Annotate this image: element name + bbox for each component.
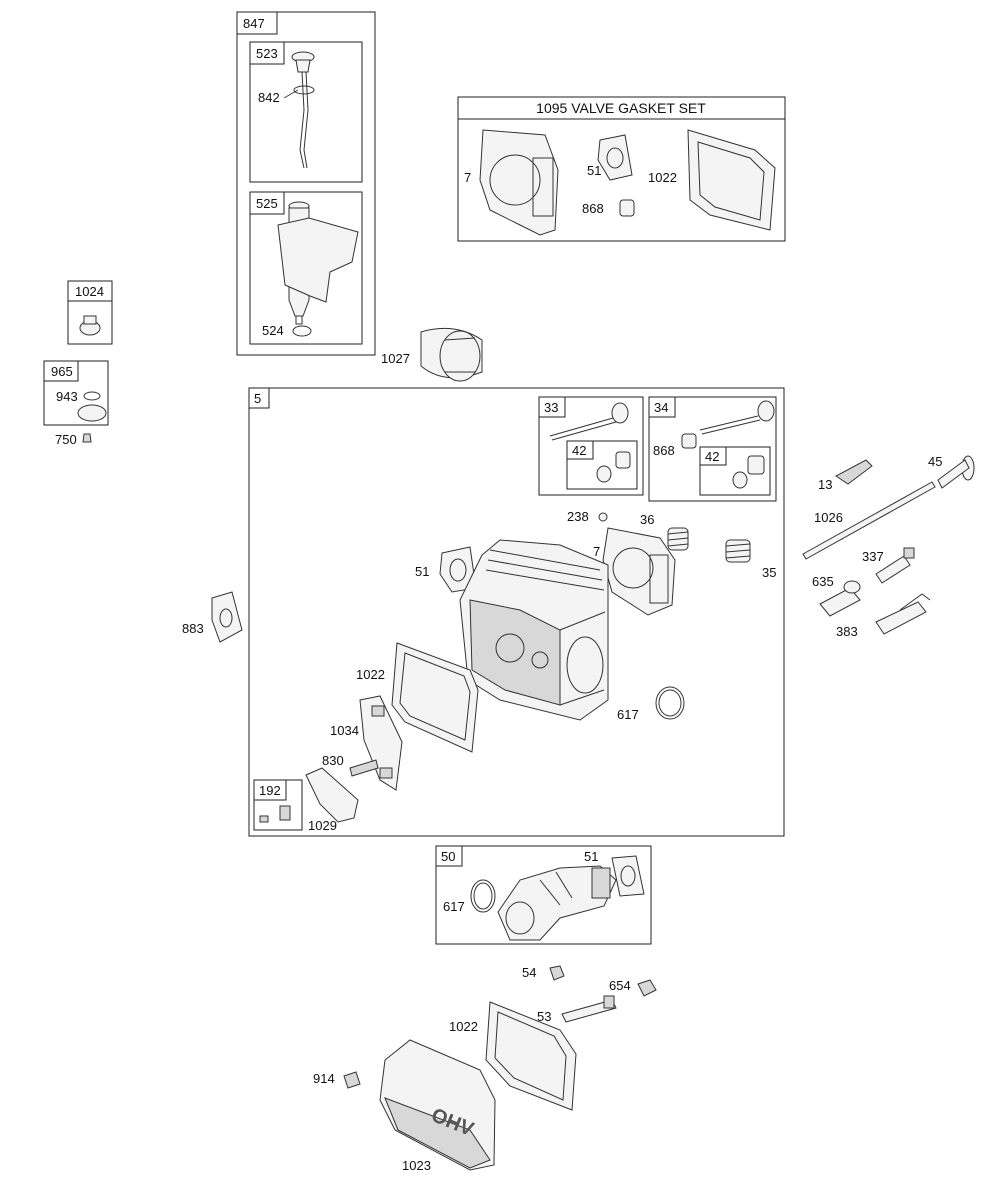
- box-5: 5 33 42 34 868 42: [248, 387, 785, 837]
- nut-654: [637, 979, 657, 997]
- box-965-label: 965: [51, 364, 73, 379]
- label-1022-b: 1022: [449, 1019, 478, 1034]
- label-524: 524: [262, 323, 284, 338]
- oring-617: [655, 686, 685, 720]
- valve-seal-868: [681, 433, 697, 449]
- clip-383: [875, 593, 931, 635]
- head-gasket-7: [479, 129, 559, 236]
- valve-seal-868-set: [619, 199, 635, 217]
- label-35: 35: [762, 565, 776, 580]
- intake-manifold: [497, 865, 617, 941]
- keepers-42b: [732, 455, 765, 489]
- label-635: 635: [812, 574, 834, 589]
- valve-gasket-set-box: 1095 VALVE GASKET SET 7 51 868 1022: [457, 96, 786, 242]
- pushrod-1026: [802, 481, 936, 560]
- intake-valve-33: [549, 402, 629, 441]
- label-7: 7: [593, 544, 600, 559]
- label-617: 617: [617, 707, 639, 722]
- bolt-13: [835, 459, 873, 485]
- screw-914: [343, 1071, 361, 1089]
- cover-gasket-1022-set: [687, 129, 776, 231]
- box-50-label: 50: [441, 849, 455, 864]
- bracket-1029: [305, 767, 359, 823]
- box-50: 50 617 51: [435, 845, 652, 945]
- label-7-set: 7: [464, 170, 471, 185]
- valve-gasket-set-title: 1095 VALVE GASKET SET: [536, 100, 706, 116]
- spring-36: [667, 527, 689, 551]
- box-1024-label: 1024: [75, 284, 104, 299]
- box-5-label: 5: [254, 391, 261, 406]
- label-53: 53: [537, 1009, 551, 1024]
- label-868-set: 868: [582, 201, 604, 216]
- label-617-50: 617: [443, 899, 465, 914]
- rocker-gasket-1022: [391, 642, 479, 753]
- oil-filter-1027: [420, 327, 483, 382]
- label-750: 750: [55, 432, 77, 447]
- spark-plug-337: [875, 547, 915, 584]
- label-238: 238: [567, 509, 589, 524]
- label-1034: 1034: [330, 723, 359, 738]
- box-33-label: 33: [544, 400, 558, 415]
- exhaust-valve-34: [699, 400, 775, 435]
- label-1026: 1026: [814, 510, 843, 525]
- label-337: 337: [862, 549, 884, 564]
- cylinder-head: [459, 539, 609, 721]
- oring-524: [292, 325, 312, 337]
- label-51-50: 51: [584, 849, 598, 864]
- stud-830: [349, 759, 379, 777]
- label-914: 914: [313, 1071, 335, 1086]
- box-42a-label: 42: [572, 443, 586, 458]
- label-54: 54: [522, 965, 536, 980]
- box-42b-label: 42: [705, 449, 719, 464]
- label-13: 13: [818, 477, 832, 492]
- box-1024: 1024: [67, 280, 113, 345]
- label-383: 383: [836, 624, 858, 639]
- screw-54: [549, 965, 565, 981]
- spring-35: [725, 539, 751, 563]
- box-34-label: 34: [654, 400, 668, 415]
- label-1023: 1023: [402, 1158, 431, 1173]
- boot-635: [819, 580, 861, 617]
- label-36: 36: [640, 512, 654, 527]
- label-45: 45: [928, 454, 942, 469]
- label-943: 943: [56, 389, 78, 404]
- pushrod-45: [937, 455, 975, 489]
- ball-238: [598, 512, 608, 522]
- label-868-34: 868: [653, 443, 675, 458]
- screw-192: [259, 805, 291, 823]
- intake-gasket-51: [439, 546, 477, 593]
- stud-53: [561, 995, 617, 1023]
- keepers-42a: [596, 451, 631, 483]
- label-51-set: 51: [587, 163, 601, 178]
- label-654: 654: [609, 978, 631, 993]
- label-842: 842: [258, 90, 280, 105]
- label-1022: 1022: [356, 667, 385, 682]
- label-51: 51: [415, 564, 429, 579]
- right-parts: 13 45 1026 337 635 383: [802, 454, 975, 639]
- oring-617-50: [470, 879, 496, 913]
- dipstick-part: [291, 51, 315, 169]
- box-525-label: 525: [256, 196, 278, 211]
- screw-750: [82, 433, 92, 443]
- intake-gasket-51-set: [597, 134, 633, 181]
- label-1029: 1029: [308, 818, 337, 833]
- cover-gasket-1022-b: [485, 1001, 577, 1111]
- label-1027: 1027: [381, 351, 410, 366]
- label-883: 883: [182, 621, 204, 636]
- box-965: 965 943: [43, 360, 109, 426]
- box-847: 847 523 842 525 524: [236, 11, 376, 356]
- head-gasket-7: [602, 527, 676, 616]
- gasket-51-50: [611, 855, 645, 897]
- rocker-cover-1023: OHV: [379, 1039, 496, 1171]
- box-847-label: 847: [243, 16, 265, 31]
- breather-1034: [359, 695, 403, 791]
- dipstick-tube-part: [277, 201, 359, 325]
- gasket-883: [211, 591, 243, 643]
- box-523-label: 523: [256, 46, 278, 61]
- label-830: 830: [322, 753, 344, 768]
- box-192-label: 192: [259, 783, 281, 798]
- label-1022-set: 1022: [648, 170, 677, 185]
